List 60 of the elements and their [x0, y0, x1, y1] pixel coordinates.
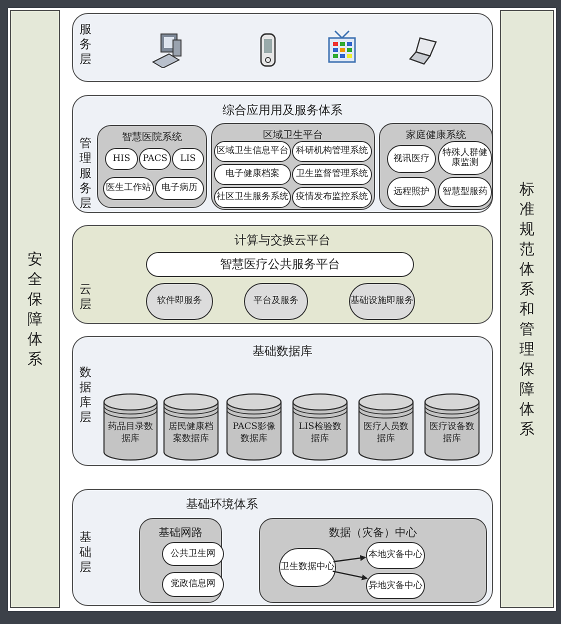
database-cylinder: LIS检验数据库 [292, 393, 348, 461]
system-pill: 本地灾备中心 [366, 542, 425, 569]
system-pill: 特殊人群健康监测 [438, 141, 492, 175]
system-pill: HIS [105, 148, 138, 170]
system-pill: 党政信息网 [162, 572, 224, 597]
layer-label: 管理服务层 [79, 136, 92, 211]
layer-panel [72, 225, 493, 324]
system-pill: 电子病历 [155, 177, 204, 200]
service-pill: 软件即服务 [146, 283, 213, 320]
layer-panel [72, 13, 493, 82]
system-pill: 远程照护 [387, 177, 436, 207]
database-cylinder: 药品目录数据库 [103, 393, 158, 461]
layer-label: 数据库层 [79, 365, 92, 425]
layer-label: 基础层 [79, 530, 92, 575]
system-panel [97, 125, 207, 208]
system-pill: 异地灾备中心 [366, 573, 425, 599]
arrow [332, 570, 368, 580]
panel-title: 基础数据库 [252, 343, 312, 360]
arrow [333, 555, 366, 562]
panel-title: 区域卫生平台 [263, 128, 323, 142]
system-pill: 区域卫生信息平台 [214, 141, 291, 162]
service-pill: 基础设施即服务 [349, 283, 415, 320]
database-cylinder: 医疗人员数据库 [358, 393, 414, 461]
layer-label: 云层 [79, 282, 92, 312]
side-panel [500, 10, 554, 608]
system-pill: 卫生监督管理系统 [292, 164, 372, 185]
system-pill: 科研机构管理系统 [292, 141, 372, 162]
panel-title: 智慧医院系统 [122, 130, 182, 144]
side-label: 安全保障体系 [26, 249, 44, 369]
system-panel [379, 123, 493, 210]
layer-panel [72, 95, 493, 213]
system-pill: 公共卫生网 [162, 542, 224, 566]
panel-title: 计算与交换云平台 [234, 232, 330, 249]
system-pill: 电子健康档案 [214, 164, 291, 185]
panel-title: 家庭健康系统 [406, 128, 466, 142]
database-cylinder: 医疗设备数据库 [424, 393, 480, 461]
layer-panel [72, 336, 493, 466]
panel-title: 基础网路 [158, 525, 202, 540]
system-pill: 疫情发布监控系统 [292, 187, 372, 208]
system-pill: 视讯医疗 [387, 145, 436, 173]
system-panel [211, 123, 375, 210]
system-pill: LIS [172, 148, 204, 170]
service-pill: 平台及服务 [244, 283, 308, 320]
panel-title: 综合应用用及服务体系 [222, 102, 342, 119]
panel-title: 数据（灾备）中心 [329, 525, 417, 540]
platform-bar: 智慧医疗公共服务平台 [146, 252, 414, 277]
system-pill: 卫生数据中心 [279, 548, 336, 587]
side-panel [10, 10, 60, 608]
system-panel [139, 518, 222, 603]
system-panel [259, 518, 487, 603]
system-pill: 社区卫生服务系统 [214, 187, 291, 208]
side-label: 标准规范体系和管理保障体系 [518, 179, 536, 439]
system-pill: 医生工作站 [103, 177, 154, 200]
layer-label: 服务层 [79, 22, 92, 67]
system-pill: 智慧型服药 [438, 177, 492, 207]
system-pill: PACS [139, 148, 171, 170]
layer-panel [72, 489, 493, 606]
database-cylinder: PACS影像数据库 [226, 393, 282, 461]
database-cylinder: 居民健康档案数据库 [163, 393, 219, 461]
panel-title: 基础环境体系 [186, 496, 258, 513]
